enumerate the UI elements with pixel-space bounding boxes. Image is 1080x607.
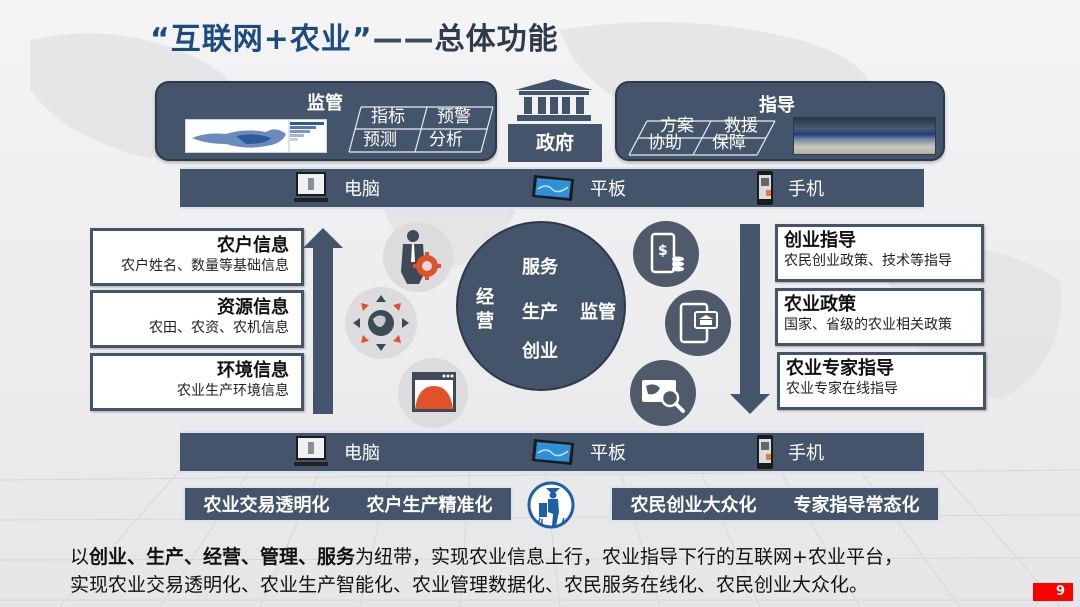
- info-title: 农业专家指导: [786, 358, 894, 379]
- tag-group-left: 农业交易透明化 农户生产精准化: [183, 486, 513, 522]
- device-bar-top: 电脑 平板 手机: [180, 167, 924, 209]
- desktop-computer-icon: [294, 172, 328, 202]
- government-building-icon: [515, 79, 593, 121]
- control-hall-photo: [793, 117, 936, 155]
- summary-line-2: 实现农业交易透明化、农业生产智能化、农业管理数据化、农民服务在线化、农民创业大众…: [70, 574, 869, 596]
- guidance-item-assist: 协助: [648, 133, 682, 153]
- globe-arrows-disc: [345, 287, 417, 359]
- supervision-panel: 监管 指标 预警 预测 分析: [155, 81, 497, 161]
- summary-bold: 创业、生产、经营、管理、服务: [89, 546, 356, 568]
- browser-globe-disc: [398, 358, 468, 428]
- tablet-icon: [532, 439, 574, 465]
- device-label: 电脑: [344, 179, 380, 200]
- page-title: “互联网+农业”——总体功能: [150, 14, 559, 58]
- supervision-grid-lines: [348, 106, 494, 153]
- tablet-bank-disc: [665, 290, 731, 356]
- mobile-phone-icon: [757, 435, 773, 469]
- summary-rest: 为纽带，实现农业信息上行，农业指导下行的互联网+农业平台，: [355, 546, 903, 568]
- tag-farmer-entrepreneurship: 农民创业大众化: [630, 495, 757, 516]
- device-bar-bottom: 电脑 平板 手机: [180, 431, 924, 473]
- circle-word-supervision: 监管: [580, 302, 616, 323]
- farmer-logo-icon: [527, 481, 575, 529]
- supervision-item-analysis: 分析: [429, 130, 463, 150]
- desktop-computer-icon: [294, 436, 328, 466]
- china-map-thumbnail: [185, 119, 327, 153]
- device-mobile: 手机: [756, 169, 824, 207]
- tablet-bank-chat-icon: [679, 302, 718, 344]
- info-desc: 农田、农资、农机信息: [149, 320, 289, 336]
- globe-arrows-icon: [353, 295, 409, 351]
- svg-text:$: $: [658, 243, 668, 259]
- tablet-icon: [532, 175, 574, 201]
- government-label: 政府: [508, 124, 602, 162]
- circle-word-entrepreneurship: 创业: [522, 341, 558, 362]
- device-label: 手机: [788, 179, 824, 200]
- guidance-title: 指导: [759, 95, 795, 116]
- device-label: 电脑: [344, 443, 380, 464]
- info-desc: 农业专家在线指导: [786, 381, 898, 397]
- summary-prefix: 以: [70, 546, 90, 568]
- info-desc: 农民创业政策、技术等指导: [784, 253, 952, 269]
- info-desc: 农户姓名、数量等基础信息: [121, 258, 289, 274]
- circle-word-service: 服务: [522, 257, 558, 278]
- device-mobile: 手机: [756, 433, 824, 471]
- summary-text: 以创业、生产、经营、管理、服务为纽带，实现农业信息上行，农业指导下行的互联网+农…: [70, 543, 903, 599]
- tag-group-right: 农民创业大众化 专家指导常态化: [610, 486, 940, 522]
- businessman-gear-disc: [383, 222, 453, 292]
- info-title: 资源信息: [217, 297, 289, 318]
- title-dash: ——: [372, 22, 435, 57]
- info-title: 农业政策: [784, 294, 856, 315]
- device-label: 手机: [788, 443, 824, 464]
- info-box-expert: 农业专家指导 农业专家在线指导: [777, 352, 986, 410]
- title-quoted: “互联网+农业”: [150, 22, 373, 57]
- tag-expert-guidance: 专家指导常态化: [793, 495, 920, 516]
- info-title: 环境信息: [217, 360, 289, 381]
- guidance-panel: 指导 方案 救援 协助 保障: [615, 81, 945, 161]
- info-desc: 国家、省级的农业相关政策: [784, 317, 952, 333]
- map-magnifier-disc: [630, 360, 696, 426]
- browser-globe-icon: [412, 372, 456, 412]
- phone-dollar-coins-icon: $: [650, 232, 684, 274]
- device-tablet: 平板: [532, 169, 626, 207]
- mobile-phone-icon: [757, 171, 773, 205]
- tag-production-precision: 农户生产精准化: [366, 495, 493, 516]
- device-desktop: 电脑: [292, 169, 380, 207]
- circle-word-operate-2: 营: [476, 311, 494, 332]
- supervision-item-indicator: 指标: [371, 107, 405, 127]
- summary-line-1: 以创业、生产、经营、管理、服务为纽带，实现农业信息上行，农业指导下行的互联网+农…: [70, 543, 903, 571]
- circle-word-operate-1: 经: [476, 287, 494, 308]
- tag-transaction-transparency: 农业交易透明化: [203, 495, 330, 516]
- arrow-down-icon: [730, 224, 770, 414]
- info-box-resource: 资源信息 农田、农资、农机信息: [90, 290, 304, 348]
- device-tablet: 平板: [532, 433, 626, 471]
- circle-word-production: 生产: [522, 302, 558, 323]
- info-box-environment: 环境信息 农业生产环境信息: [90, 353, 304, 411]
- info-desc: 农业生产环境信息: [177, 383, 289, 399]
- info-title: 创业指导: [784, 230, 856, 251]
- supervision-title: 监管: [307, 93, 343, 114]
- phone-dollar-disc: $: [633, 221, 699, 287]
- info-box-entrepreneurship: 创业指导 农民创业政策、技术等指导: [775, 224, 984, 282]
- businessman-gear-icon: [401, 230, 441, 284]
- device-label: 平板: [590, 443, 626, 464]
- title-suffix: 总体功能: [434, 22, 559, 57]
- info-box-policy: 农业政策 国家、省级的农业相关政策: [775, 288, 984, 346]
- info-box-farmer: 农户信息 农户姓名、数量等基础信息: [90, 228, 304, 286]
- arrow-up-icon: [303, 228, 343, 414]
- map-magnifier-icon: [642, 380, 685, 413]
- core-functions-circle: 服务 经 营 生产 监管 创业: [456, 221, 626, 391]
- supervision-item-forecast: 预测: [363, 130, 397, 150]
- info-title: 农户信息: [217, 235, 289, 256]
- guidance-item-guarantee: 保障: [712, 133, 746, 153]
- supervision-item-warning: 预警: [437, 107, 471, 127]
- device-desktop: 电脑: [292, 433, 380, 471]
- page-number-badge: 9: [1033, 583, 1073, 601]
- device-label: 平板: [590, 179, 626, 200]
